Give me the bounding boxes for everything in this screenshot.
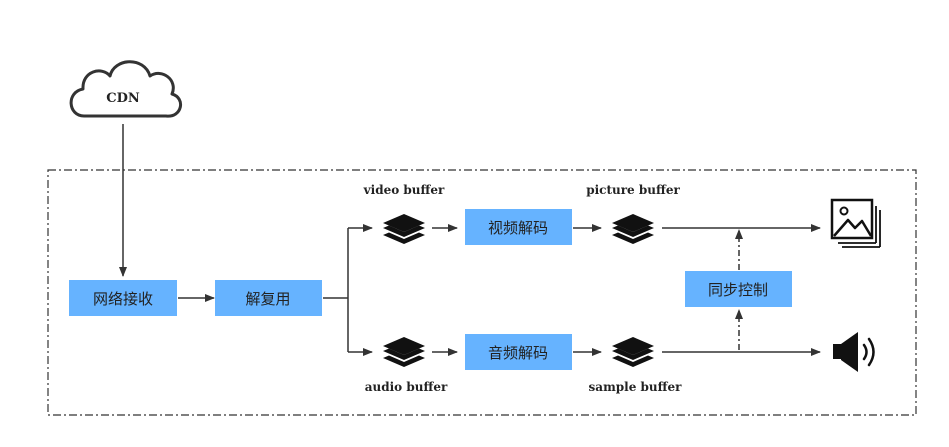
system-boundary	[47, 169, 917, 416]
box-video-decode: 视频解码	[465, 209, 572, 245]
image-gallery-icon	[830, 198, 881, 248]
sample-buffer-label: sample buffer	[589, 380, 683, 394]
video-buffer-icon	[383, 214, 425, 244]
sample-buffer-icon	[612, 337, 654, 367]
cloud-icon	[69, 60, 182, 118]
box-sync: 同步控制	[685, 271, 792, 307]
cdn-cloud: CDN	[69, 60, 182, 118]
audio-decode-label: 音频解码	[488, 344, 548, 362]
audio-buffer-icon	[383, 337, 425, 367]
box-receive: 网络接收	[69, 280, 177, 316]
receive-label: 网络接收	[93, 290, 153, 308]
picture-buffer-icon	[612, 214, 654, 244]
audio-buffer-label: audio buffer	[365, 380, 448, 394]
box-audio-decode: 音频解码	[465, 334, 572, 370]
video-buffer-label: video buffer	[363, 183, 445, 197]
cdn-label: CDN	[106, 91, 140, 106]
box-demux: 解复用	[215, 280, 322, 316]
sync-label: 同步控制	[708, 281, 768, 299]
demux-label: 解复用	[245, 290, 290, 308]
video-decode-label: 视频解码	[488, 219, 548, 237]
connectors	[119, 124, 821, 356]
picture-buffer-label: picture buffer	[586, 183, 680, 197]
speaker-icon	[833, 332, 875, 372]
